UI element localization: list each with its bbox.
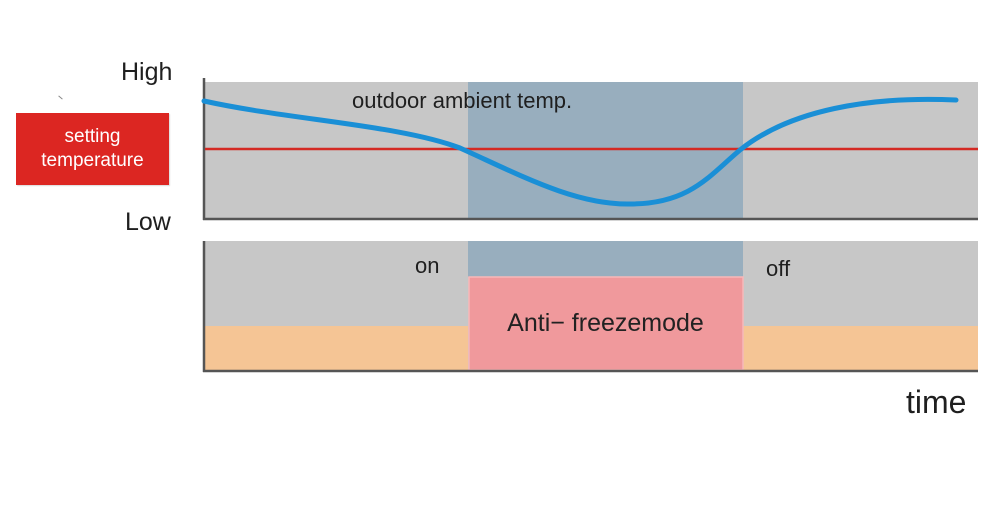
anti-freeze-mode-label: Anti− freezemode	[507, 308, 704, 337]
anti-freeze-window-top	[468, 82, 743, 219]
time-axis-label: time	[906, 384, 967, 420]
setting-temperature-line1: setting	[64, 126, 121, 147]
low-label: Low	[125, 208, 171, 236]
high-label: High	[121, 58, 173, 86]
normal-band-right	[743, 326, 978, 370]
off-label: off	[766, 256, 791, 281]
anti-freeze-window-bottom	[468, 241, 743, 277]
anti-freeze-mode-box	[468, 276, 744, 371]
ambient-temp-label: outdoor ambient temp.	[352, 88, 573, 113]
on-label: on	[415, 253, 440, 278]
setting-temperature-line2: temperature	[41, 150, 144, 171]
normal-band-left	[203, 326, 468, 370]
setting-temperature-box: setting temperature	[16, 113, 169, 185]
ambient-temperature-curve	[201, 96, 959, 207]
